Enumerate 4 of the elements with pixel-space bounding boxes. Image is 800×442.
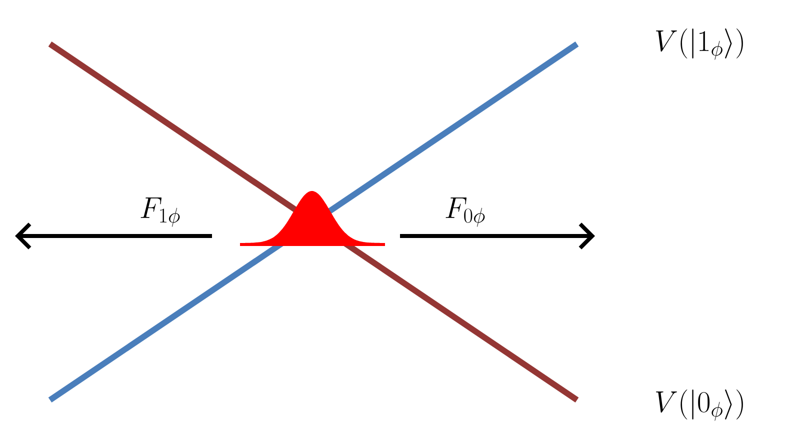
formula-label: $F_{1\phi}$ <box>140 198 180 227</box>
formula-label: $F_{0\phi}$ <box>446 198 485 227</box>
formula-label: $V(|1_\phi\rangle)$ <box>656 28 743 60</box>
formula-label: $V(|0_\phi\rangle)$ <box>656 389 743 421</box>
